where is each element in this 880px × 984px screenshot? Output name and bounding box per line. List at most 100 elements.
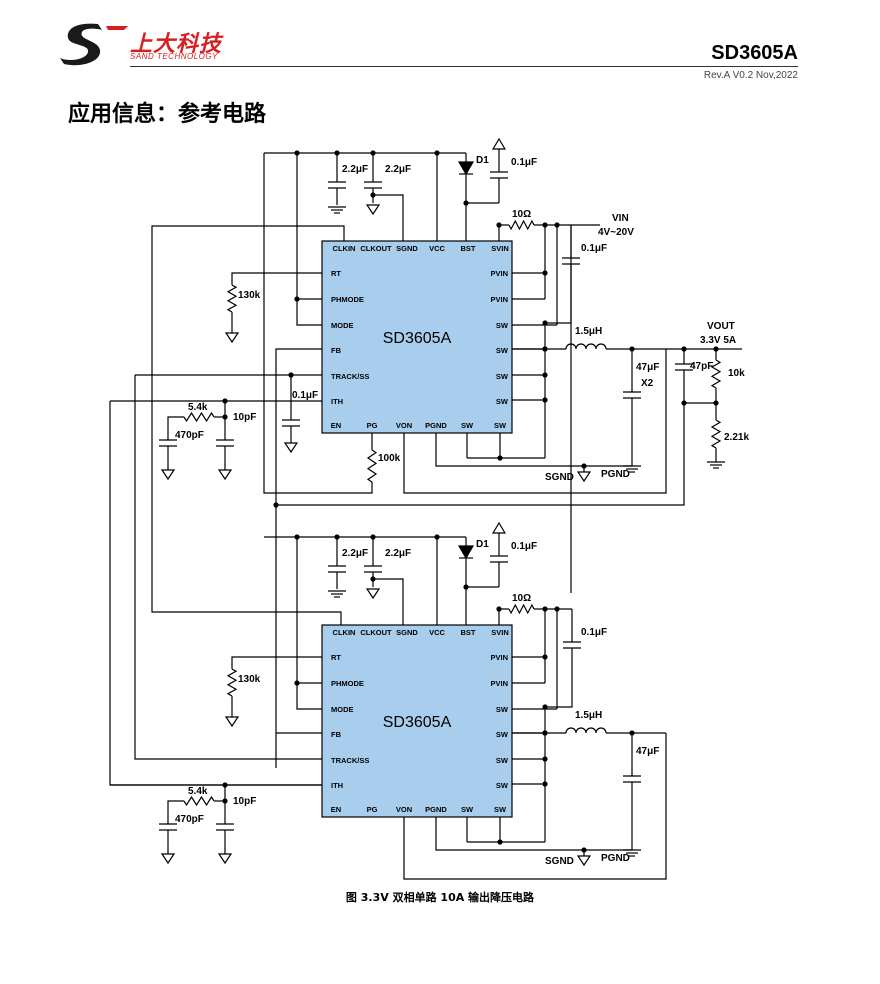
wire xyxy=(151,225,345,625)
supply-arrow-icon xyxy=(491,137,507,150)
resistor-value: 130k xyxy=(238,290,261,301)
capacitor-value: 2.2μF xyxy=(385,164,411,175)
pin-label: SW xyxy=(496,705,509,714)
resistor-value: 130k xyxy=(238,674,261,685)
pin-label: TRACK/SS xyxy=(331,372,369,381)
ground-triangle-icon xyxy=(283,442,299,454)
wire xyxy=(435,817,632,851)
ic-part-number: SD3605A xyxy=(383,330,452,347)
resistor-value: 5.4k xyxy=(188,786,208,797)
page-header: 上大科技 SAND TECHNOLOGY SD3605A Rev.A V0.2 … xyxy=(0,0,880,90)
capacitor-value: 2.2μF xyxy=(385,548,411,559)
resistor-value: 100k xyxy=(378,453,401,464)
wire xyxy=(435,433,632,467)
capacitor-value: 2.2μF xyxy=(342,548,368,559)
pin-label: CLKIN xyxy=(333,244,356,253)
pin-label: SW xyxy=(496,346,509,355)
pin-label: ITH xyxy=(331,781,343,790)
pin-label: MODE xyxy=(331,705,354,714)
pin-label: ITH xyxy=(331,397,343,406)
capacitor-value: 0.1μF xyxy=(292,390,318,401)
capacitor-value: 10pF xyxy=(233,412,256,423)
pin-label: EN xyxy=(331,805,341,814)
resistor-symbol xyxy=(183,411,215,423)
pin-label: PVIN xyxy=(490,269,508,278)
pin-label: SW xyxy=(496,730,509,739)
wire xyxy=(231,272,322,285)
capacitor-value: 10pF xyxy=(233,796,256,807)
pin-label: RT xyxy=(331,653,341,662)
diode-label: D1 xyxy=(476,539,489,550)
capacitor-value: 470pF xyxy=(175,814,204,825)
diode-symbol xyxy=(457,545,475,560)
sgnd-label: SGND xyxy=(545,472,574,483)
ground-triangle-icon xyxy=(224,332,240,344)
header-divider xyxy=(130,66,798,67)
junction-dot xyxy=(273,502,279,508)
resistor-symbol xyxy=(508,603,535,615)
pin-label: SW xyxy=(494,805,507,814)
vin-range-label: 4V~20V xyxy=(598,227,634,238)
vout-spec-label: 3.3V 5A xyxy=(700,335,736,346)
capacitor-value: 0.1μF xyxy=(511,157,537,168)
supply-arrow-icon xyxy=(491,521,507,534)
ground-triangle-icon xyxy=(224,716,240,728)
pin-label: BST xyxy=(461,244,476,253)
wire xyxy=(134,375,322,760)
ground-triangle-icon xyxy=(217,853,233,865)
revision-info: Rev.A V0.2 Nov,2022 xyxy=(703,70,798,81)
ground-triangle-icon xyxy=(160,853,176,865)
ground-triangle-icon xyxy=(365,588,381,600)
pin-label: CLKOUT xyxy=(360,628,392,637)
junction-dot xyxy=(497,839,503,845)
pin-label: FB xyxy=(331,730,342,739)
pin-label: SW xyxy=(496,372,509,381)
capacitor-value: 470pF xyxy=(175,430,204,441)
quantity-label: X2 xyxy=(641,378,654,389)
sgnd-label: SGND xyxy=(545,856,574,867)
inductor-symbol xyxy=(565,343,607,350)
capacitor-value: 0.1μF xyxy=(511,541,537,552)
wire xyxy=(167,800,184,824)
section-title: 应用信息：参考电路 xyxy=(68,102,267,127)
ground-triangle-icon xyxy=(576,855,592,867)
pin-label: CLKIN xyxy=(333,628,356,637)
pin-label: EN xyxy=(331,421,341,430)
pin-label: SGND xyxy=(396,628,418,637)
pin-label: BST xyxy=(461,628,476,637)
resistor-symbol xyxy=(183,795,215,807)
capacitor-value: 47μF xyxy=(636,746,659,757)
ground-triangle-icon xyxy=(217,469,233,481)
vout-label: VOUT xyxy=(707,321,735,332)
pin-label: SW xyxy=(496,397,509,406)
wire xyxy=(403,733,667,880)
junction-dot xyxy=(542,372,548,378)
wire xyxy=(275,348,322,768)
sand-logo-icon xyxy=(60,23,128,66)
pin-label: SW xyxy=(461,421,474,430)
wire xyxy=(373,578,404,625)
resistor-symbol xyxy=(226,284,238,313)
wire xyxy=(403,349,667,494)
pin-label: TRACK/SS xyxy=(331,756,369,765)
inductor-value: 1.5μH xyxy=(575,710,602,721)
wire xyxy=(231,656,322,669)
diode-label: D1 xyxy=(476,155,489,166)
pin-label: PVIN xyxy=(490,653,508,662)
pin-label: RT xyxy=(331,269,341,278)
resistor-value: 5.4k xyxy=(188,402,208,413)
junction-dot xyxy=(542,346,548,352)
resistor-symbol xyxy=(226,668,238,697)
wire xyxy=(545,264,572,324)
junction-dot xyxy=(542,781,548,787)
resistor-symbol xyxy=(366,449,378,483)
pin-label: SW xyxy=(494,421,507,430)
pin-label: SW xyxy=(496,321,509,330)
vin-label: VIN xyxy=(612,213,629,224)
pin-label: PHMODE xyxy=(331,679,364,688)
pin-label: PVIN xyxy=(490,295,508,304)
pin-label: PG xyxy=(367,421,378,430)
pgnd-label: PGND xyxy=(601,853,630,864)
ic-body xyxy=(321,240,513,434)
resistor-symbol xyxy=(508,219,535,231)
